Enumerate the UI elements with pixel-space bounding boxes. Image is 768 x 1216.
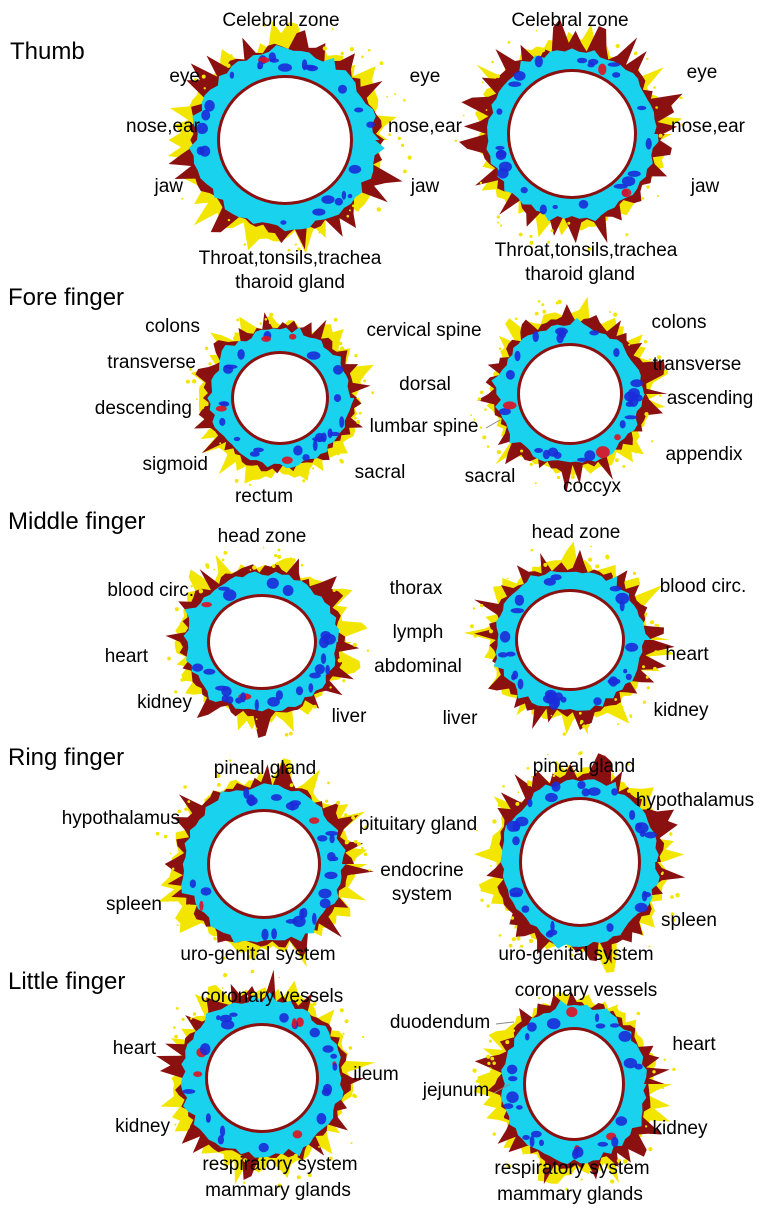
- label-throat-right: Throat,tonsils,trachea: [495, 240, 678, 262]
- label-transverse-left: transverse: [107, 352, 196, 374]
- label-cervical-spine: cervical spine: [366, 320, 481, 342]
- label-jaw-right: jaw: [691, 176, 720, 198]
- label-spleen-right: spleen: [661, 910, 717, 932]
- label-rectum: rectum: [235, 486, 293, 508]
- label-connectors: [486, 420, 514, 1093]
- label-jaw-left: jaw: [154, 176, 183, 198]
- label-pituitary-gland: pituitary gland: [359, 814, 477, 836]
- label-thyroid-left: tharoid gland: [235, 272, 345, 294]
- label-kidney-left: kidney: [137, 692, 192, 714]
- label-nose-ear-right: nose,ear: [671, 116, 745, 138]
- label-sigmoid: sigmoid: [143, 454, 208, 476]
- corona-ring-right: [474, 751, 686, 973]
- label-abdominal: abdominal: [374, 656, 462, 678]
- label-pineal-gland-right: pineal gland: [533, 756, 635, 778]
- corona-ring-left: [156, 758, 374, 967]
- label-spleen-left: spleen: [106, 894, 162, 916]
- label-sacral-left: sacral: [355, 462, 406, 484]
- corona-thumb-right: [455, 19, 684, 251]
- label-respiratory-left: respiratory system: [202, 1154, 357, 1176]
- label-heart-left-little: heart: [113, 1038, 156, 1060]
- label-heart-left: heart: [105, 646, 148, 668]
- label-colons-left: colons: [145, 316, 200, 338]
- corona-fore-left: [186, 312, 374, 486]
- label-respiratory-right: respiratory system: [494, 1158, 649, 1180]
- label-jejunum: jejunum: [423, 1080, 490, 1102]
- label-eye-right: eye: [687, 62, 718, 84]
- label-liver-left: liver: [332, 706, 367, 728]
- label-kidney-right-little: kidney: [653, 1118, 708, 1140]
- label-lymph: lymph: [393, 622, 444, 644]
- label-heart-right: heart: [665, 644, 708, 666]
- label-coronary-vessels-left: coronary vessels: [201, 986, 344, 1008]
- label-cerebral-zone-left: Celebral zone: [222, 10, 339, 32]
- label-lumbar-spine: lumbar spine: [370, 416, 479, 438]
- label-eye-mid: eye: [410, 66, 441, 88]
- label-endocrine: endocrine: [380, 860, 463, 882]
- label-hypothalamus-right: hypothalamus: [636, 790, 754, 812]
- heading-fore-finger: Fore finger: [8, 284, 124, 312]
- heading-thumb: Thumb: [10, 38, 85, 66]
- label-blood-circ-right: blood circ.: [660, 576, 747, 598]
- label-jaw-mid: jaw: [411, 176, 440, 198]
- label-pineal-gland-left: pineal gland: [214, 758, 316, 780]
- label-duodendum: duodendum: [390, 1012, 490, 1034]
- label-hypothalamus-left: hypothalamus: [62, 808, 180, 830]
- label-kidney-left-little: kidney: [115, 1116, 170, 1138]
- label-thorax: thorax: [390, 578, 443, 600]
- label-uro-genital-right: uro-genital system: [498, 944, 653, 966]
- label-descending: descending: [95, 398, 192, 420]
- label-throat-left: Throat,tonsils,trachea: [199, 248, 382, 270]
- label-endocrine-system: system: [392, 884, 452, 906]
- label-blood-circ-left: blood circ.: [107, 580, 194, 602]
- label-coronary-vessels-right: coronary vessels: [515, 980, 658, 1002]
- label-thyroid-right: tharoid gland: [525, 264, 635, 286]
- label-dorsal: dorsal: [399, 374, 451, 396]
- corona-thumb-left: [168, 21, 412, 259]
- label-liver-right: liver: [443, 708, 478, 730]
- label-uro-genital-left: uro-genital system: [180, 944, 335, 966]
- label-transverse-right: transverse: [653, 354, 742, 376]
- label-nose-ear-left: nose,ear: [126, 116, 200, 138]
- label-eye-left: eye: [169, 66, 200, 88]
- heading-middle-finger: Middle finger: [8, 508, 145, 536]
- label-cerebral-zone-right: Celebral zone: [511, 10, 628, 32]
- label-ileum: ileum: [353, 1064, 398, 1086]
- corona-middle-right: [464, 542, 675, 736]
- corona-fore-right: [470, 297, 668, 493]
- heading-ring-finger: Ring finger: [8, 744, 124, 772]
- label-head-zone-right: head zone: [532, 522, 621, 544]
- label-colons-right: colons: [652, 312, 707, 334]
- label-coccyx: coccyx: [563, 476, 621, 498]
- label-ascending: ascending: [667, 388, 754, 410]
- label-nose-ear-mid: nose,ear: [388, 116, 462, 138]
- label-appendix: appendix: [665, 444, 742, 466]
- label-kidney-right: kidney: [654, 700, 709, 722]
- label-mammary-left: mammary glands: [205, 1180, 351, 1202]
- label-mammary-right: mammary glands: [497, 1184, 643, 1206]
- label-sacral-right: sacral: [465, 466, 516, 488]
- label-head-zone-left: head zone: [218, 526, 307, 548]
- heading-little-finger: Little finger: [8, 968, 125, 996]
- label-heart-right-little: heart: [672, 1034, 715, 1056]
- connector-duodendum: [496, 1022, 514, 1024]
